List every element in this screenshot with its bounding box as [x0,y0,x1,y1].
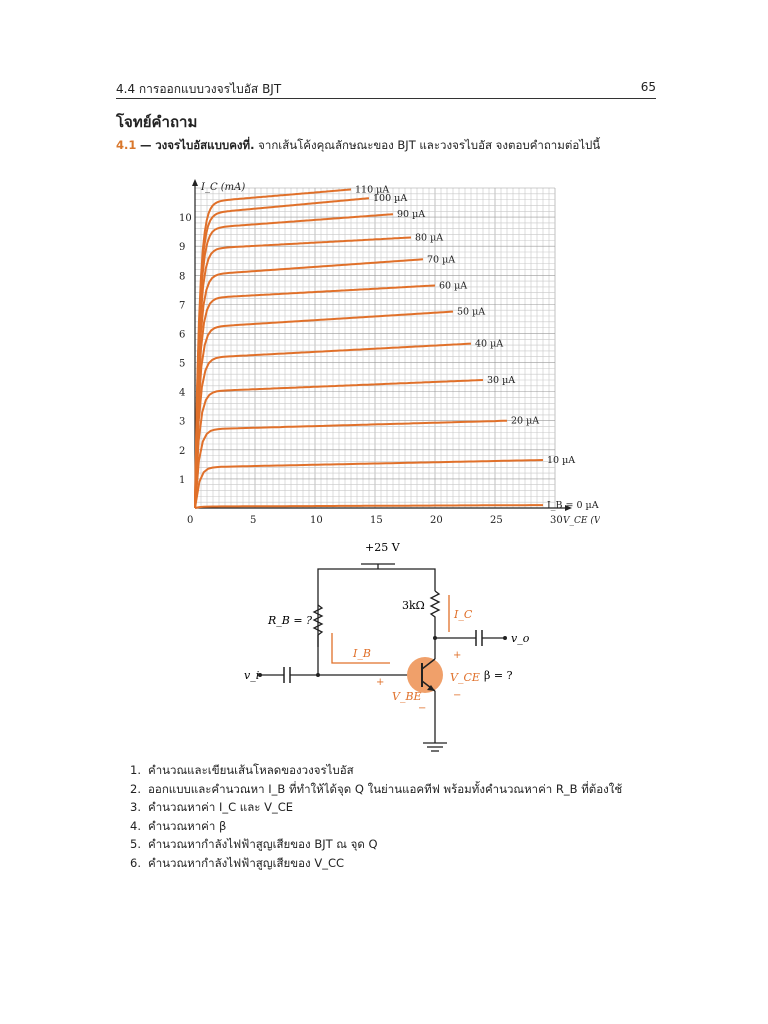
curve-line [194,188,352,509]
rc-resistor [429,590,441,638]
curve-label: 100 µA [373,193,407,204]
curve-label: 60 µA [439,280,467,291]
y-tick-label: 1 [179,475,185,486]
vce-minus: − [453,690,461,701]
ic-label: I_C [453,608,473,621]
curve-label: 40 µA [475,339,503,350]
vo-label: v_o [511,632,530,645]
x-tick-label: 30 [550,515,563,526]
task-item: 1.คำนวณและเขียนเส้นโหลดของวงจรไบอัส [130,763,354,777]
x-axis-arrow-icon [565,505,572,511]
y-tick-label: 4 [179,388,185,399]
rb-resistor [312,604,324,636]
curve-label: 30 µA [487,375,515,386]
supply-label: +25 V [365,541,401,554]
y-tick-label: 6 [179,329,185,340]
y-tick-label: 8 [179,271,185,282]
x-tick-label: 20 [430,515,443,526]
top-rail [317,568,436,647]
question-number: 4.1 [116,138,137,152]
rc-label: 3kΩ [402,599,425,612]
curve-line [194,459,544,509]
y-axis-arrow-icon [192,179,198,186]
curve-label: 80 µA [415,232,443,243]
task-item: 6.คำนวณหากำลังไฟฟ้าสูญเสียของ V_CC [130,855,345,870]
curve-line [194,213,394,509]
curve-line [194,419,508,509]
question-text: จากเส้นโค้งคุณลักษณะของ BJT และวงจรไบอัส… [258,138,601,152]
task-item: 5.คำนวณหากำลังไฟฟ้าสูญเสียของ BJT ณ จุด … [130,837,378,851]
curve-line [194,310,454,509]
task-item: 2.ออกแบบและคำนวณหา I_B ที่ทำให้ได้จุด Q … [130,781,623,796]
vbe-label: V_BE [392,690,422,703]
rb-label: R_B = ? [267,614,312,627]
x-tick-label: 10 [310,515,323,526]
transistor-body [407,657,443,693]
x-tick-label: 0 [187,515,193,526]
y-tick-label: 10 [179,213,192,224]
curve-line [194,379,484,509]
page-number: 65 [640,80,656,94]
vce-plus: + [453,650,461,661]
task-item: 4.คำนวณหาค่า β [130,818,227,833]
task-item: 3.คำนวณหาค่า I_C และ V_CE [130,800,294,814]
curve-label: 70 µA [427,254,455,265]
curve-label: I_B = 0 µA [547,500,599,511]
y-tick-label: 7 [179,300,185,311]
ib-label: I_B [352,647,371,660]
question-dash: — [140,138,152,152]
curve-line [194,258,424,509]
vbe-minus: − [418,703,426,714]
fixed-bias-circuit: +25 V R_B = ? 3kΩ I_C v_o I_B v_i + V_CE… [240,535,530,755]
curve-line [194,504,543,509]
x-axis-label: V_CE (V) [563,515,600,526]
y-tick-label: 2 [179,446,185,457]
vce-label: V_CE [450,671,480,684]
question-lead: วงจรไบอัสแบบคงที่. [155,138,255,152]
task-list: 1.คำนวณและเขียนเส้นโหลดของวงจรไบอัส 2.ออ… [130,761,622,872]
curve-line [194,236,412,509]
x-tick-label: 25 [490,515,503,526]
y-tick-label: 5 [179,359,185,370]
curve-label: 50 µA [457,307,485,318]
curve-line [194,342,472,509]
x-tick-label: 5 [250,515,256,526]
section-title: 4.4 การออกแบบวงจรไบอัส BJT [116,82,282,96]
curve-label: 20 µA [511,416,539,427]
y-axis-label: I_C (mA) [200,182,245,193]
emitter-arrow-icon [427,685,435,691]
page-title: โจทย์คำถาม [116,113,198,131]
output-node [503,636,507,640]
beta-label: β = ? [484,669,513,682]
bjt-characteristic-chart: 0 5 10 15 20 25 30 1 2 3 4 5 6 7 8 9 10 I_C (mA) V_CE (V) I… [179,179,600,526]
curve-label: 10 µA [547,455,575,466]
page-header: 4.4 การออกแบบวงจรไบอัส BJT 65 [116,78,656,99]
transistor-collector [421,658,436,670]
curve-line [194,284,436,509]
circuit-background [240,535,530,755]
question-line: 4.1 — วงจรไบอัสแบบคงที่. จากเส้นโค้งคุณล… [116,137,600,155]
curve-line [194,197,370,509]
curve-label: 90 µA [397,209,425,220]
vi-label: v_i [244,669,259,682]
vbe-plus: + [376,677,384,688]
y-tick-label: 3 [179,417,185,428]
y-tick-label: 9 [179,242,185,253]
ib-arrow [331,633,390,664]
curve-label: 110 µA [355,184,389,195]
x-tick-label: 15 [370,515,383,526]
